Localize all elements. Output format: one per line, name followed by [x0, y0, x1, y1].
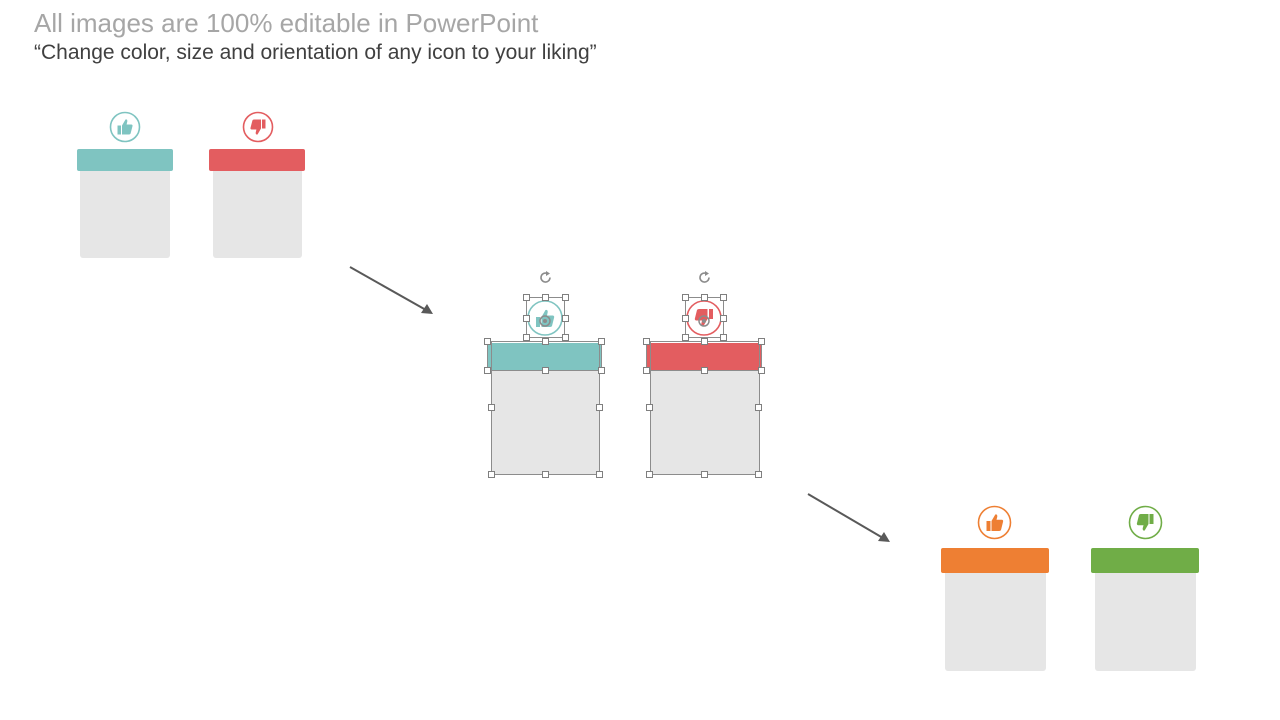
resize-handle[interactable] [598, 367, 605, 374]
thumbs-down-bar[interactable] [646, 343, 762, 371]
resize-handle[interactable] [598, 338, 605, 345]
resize-handle[interactable] [720, 334, 727, 341]
resize-handle[interactable] [596, 404, 603, 411]
thumbs-up-card[interactable] [80, 160, 170, 258]
resize-handle[interactable] [562, 315, 569, 322]
center-handle-icon[interactable] [538, 314, 552, 328]
thumbs-up-bar[interactable] [77, 149, 173, 171]
thumbs-up-icon[interactable] [109, 111, 141, 143]
thumbs-up-bar[interactable] [487, 343, 602, 371]
slide-subtitle: “Change color, size and orientation of a… [34, 41, 597, 64]
resize-handle[interactable] [701, 367, 708, 374]
rotate-handle-icon[interactable] [696, 269, 713, 286]
slide-title: All images are 100% editable in PowerPoi… [34, 8, 539, 38]
thumbs-down-icon[interactable] [242, 111, 274, 143]
resize-handle[interactable] [701, 338, 708, 345]
resize-handle[interactable] [758, 338, 765, 345]
resize-handle[interactable] [758, 367, 765, 374]
resize-handle[interactable] [542, 294, 549, 301]
thumbs-down-icon[interactable] [1128, 505, 1163, 540]
thumbs-down-card[interactable] [650, 370, 759, 475]
resize-handle[interactable] [720, 315, 727, 322]
resize-handle[interactable] [523, 334, 530, 341]
thumbs-down-card[interactable] [213, 160, 302, 258]
thumbs-up-card[interactable] [491, 370, 599, 475]
resize-handle[interactable] [646, 404, 653, 411]
thumbs-down-bar[interactable] [209, 149, 305, 171]
resize-handle[interactable] [542, 471, 549, 478]
resize-handle[interactable] [682, 294, 689, 301]
resize-handle[interactable] [643, 338, 650, 345]
resize-handle[interactable] [562, 294, 569, 301]
resize-handle[interactable] [596, 471, 603, 478]
resize-handle[interactable] [643, 367, 650, 374]
resize-handle[interactable] [720, 294, 727, 301]
resize-handle[interactable] [755, 471, 762, 478]
resize-handle[interactable] [701, 294, 708, 301]
resize-handle[interactable] [484, 367, 491, 374]
resize-handle[interactable] [488, 404, 495, 411]
thumbs-up-card[interactable] [945, 560, 1046, 671]
resize-handle[interactable] [542, 367, 549, 374]
resize-handle[interactable] [646, 471, 653, 478]
resize-handle[interactable] [523, 315, 530, 322]
resize-handle[interactable] [488, 471, 495, 478]
resize-handle[interactable] [682, 315, 689, 322]
resize-handle[interactable] [701, 471, 708, 478]
thumbs-up-icon[interactable] [977, 505, 1012, 540]
resize-handle[interactable] [484, 338, 491, 345]
resize-handle[interactable] [523, 294, 530, 301]
resize-handle[interactable] [682, 334, 689, 341]
rotate-handle-icon[interactable] [537, 269, 554, 286]
thumbs-up-bar[interactable] [941, 548, 1049, 573]
resize-handle[interactable] [755, 404, 762, 411]
center-handle-icon[interactable] [697, 314, 711, 328]
resize-handle[interactable] [562, 334, 569, 341]
resize-handle[interactable] [542, 338, 549, 345]
thumbs-down-bar[interactable] [1091, 548, 1199, 573]
thumbs-down-card[interactable] [1095, 560, 1196, 671]
